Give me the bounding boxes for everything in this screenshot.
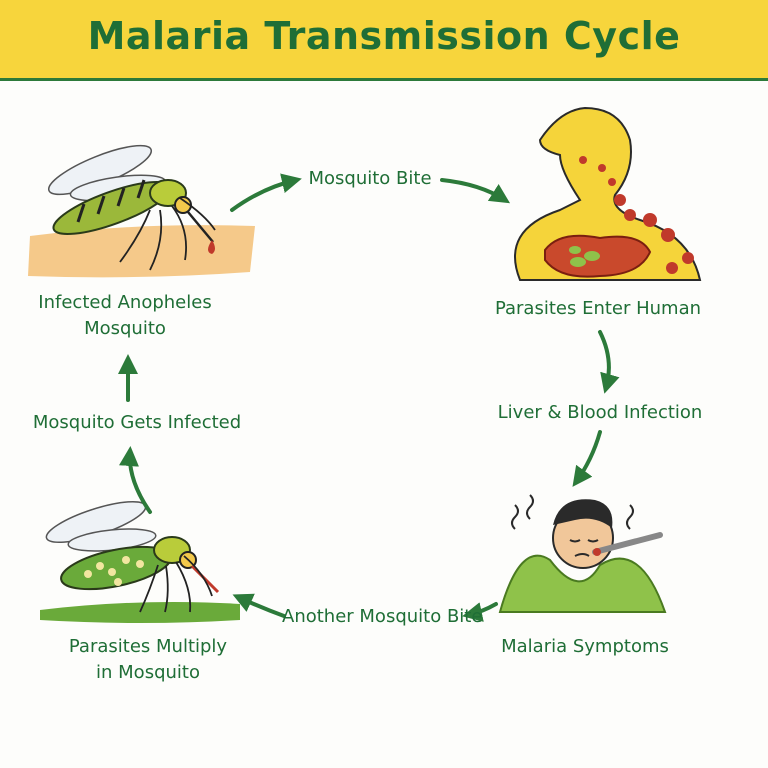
page-title: Malaria Transmission Cycle	[87, 14, 681, 58]
human-silhouette	[514, 106, 702, 281]
label-line: Mosquito	[84, 318, 166, 339]
arrow-from-malaria-symptoms	[462, 602, 498, 622]
label-parasites-enter-human: Parasites Enter Human	[494, 298, 702, 319]
sick-person-illustration	[498, 494, 667, 613]
label-mosquito-bite: Mosquito Bite	[308, 168, 432, 189]
grass-strip	[40, 602, 240, 623]
blood-drop	[208, 240, 215, 254]
parasites-mosquito-illustration	[40, 500, 240, 623]
label-line: in Mosquito	[96, 662, 200, 683]
label-liver-blood-infection: Liver & Blood Infection	[497, 402, 703, 423]
label-parasites-multiply: Parasites Multiply in Mosquito	[48, 634, 248, 686]
label-mosquito-gets-infected: Mosquito Gets Infected	[32, 412, 242, 433]
arrow-to-liver-blood-infection	[598, 330, 620, 394]
legs	[119, 197, 216, 271]
shiver-lines	[511, 494, 634, 530]
arrow-to-parasites-multiply	[232, 593, 286, 618]
skin-patch	[28, 225, 255, 278]
label-infected-anopheles: Infected Anopheles Mosquito	[30, 290, 220, 342]
title-banner: Malaria Transmission Cycle	[0, 0, 768, 81]
human-infection-illustration	[514, 106, 702, 281]
thermometer	[592, 532, 663, 555]
arrow-to-parasites-enter-human	[440, 178, 511, 204]
label-line: Infected Anopheles	[38, 292, 212, 313]
cycle-arrows	[118, 173, 620, 622]
blanket	[498, 554, 667, 613]
label-another-mosquito-bite: Another Mosquito Bite	[282, 606, 483, 627]
legs	[139, 555, 213, 613]
arrow-to-mosquito-gets-infected	[119, 446, 152, 514]
hair	[553, 499, 613, 528]
arrow-to-malaria-symptoms	[572, 430, 602, 487]
arrow-to-mosquito-bite	[230, 173, 302, 212]
proboscis	[187, 211, 214, 243]
infected-mosquito-illustration	[28, 144, 255, 278]
label-malaria-symptoms: Malaria Symptoms	[501, 636, 669, 657]
label-line: Parasites Multiply	[68, 636, 228, 657]
